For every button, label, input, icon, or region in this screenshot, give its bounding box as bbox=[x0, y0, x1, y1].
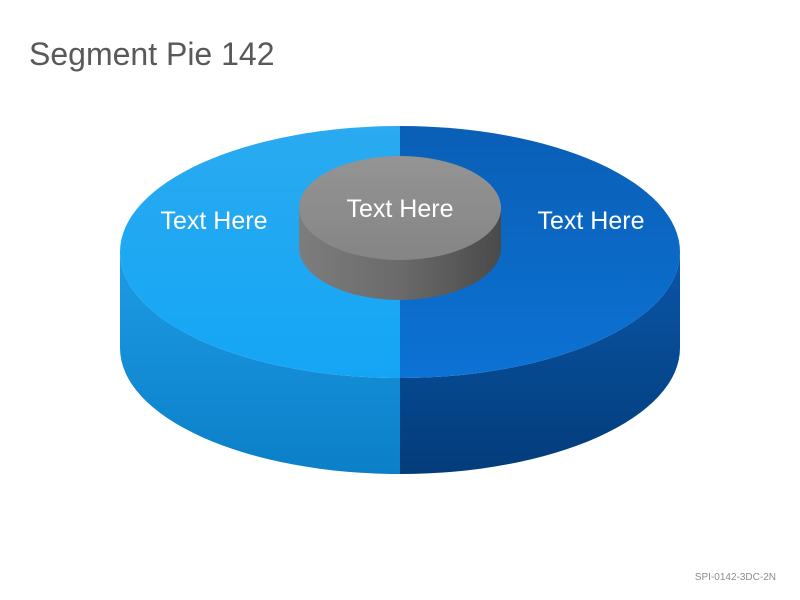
segment-left-label: Text Here bbox=[161, 207, 268, 235]
segment-left-side bbox=[120, 252, 400, 474]
segment-right-label: Text Here bbox=[538, 207, 645, 235]
center-label: Text Here bbox=[347, 195, 454, 223]
center-cylinder-top bbox=[299, 156, 501, 260]
slide-code: SPI-0142-3DC-2N bbox=[694, 572, 776, 583]
slide-title: Segment Pie 142 bbox=[29, 36, 275, 72]
segment-right-side bbox=[400, 252, 680, 474]
